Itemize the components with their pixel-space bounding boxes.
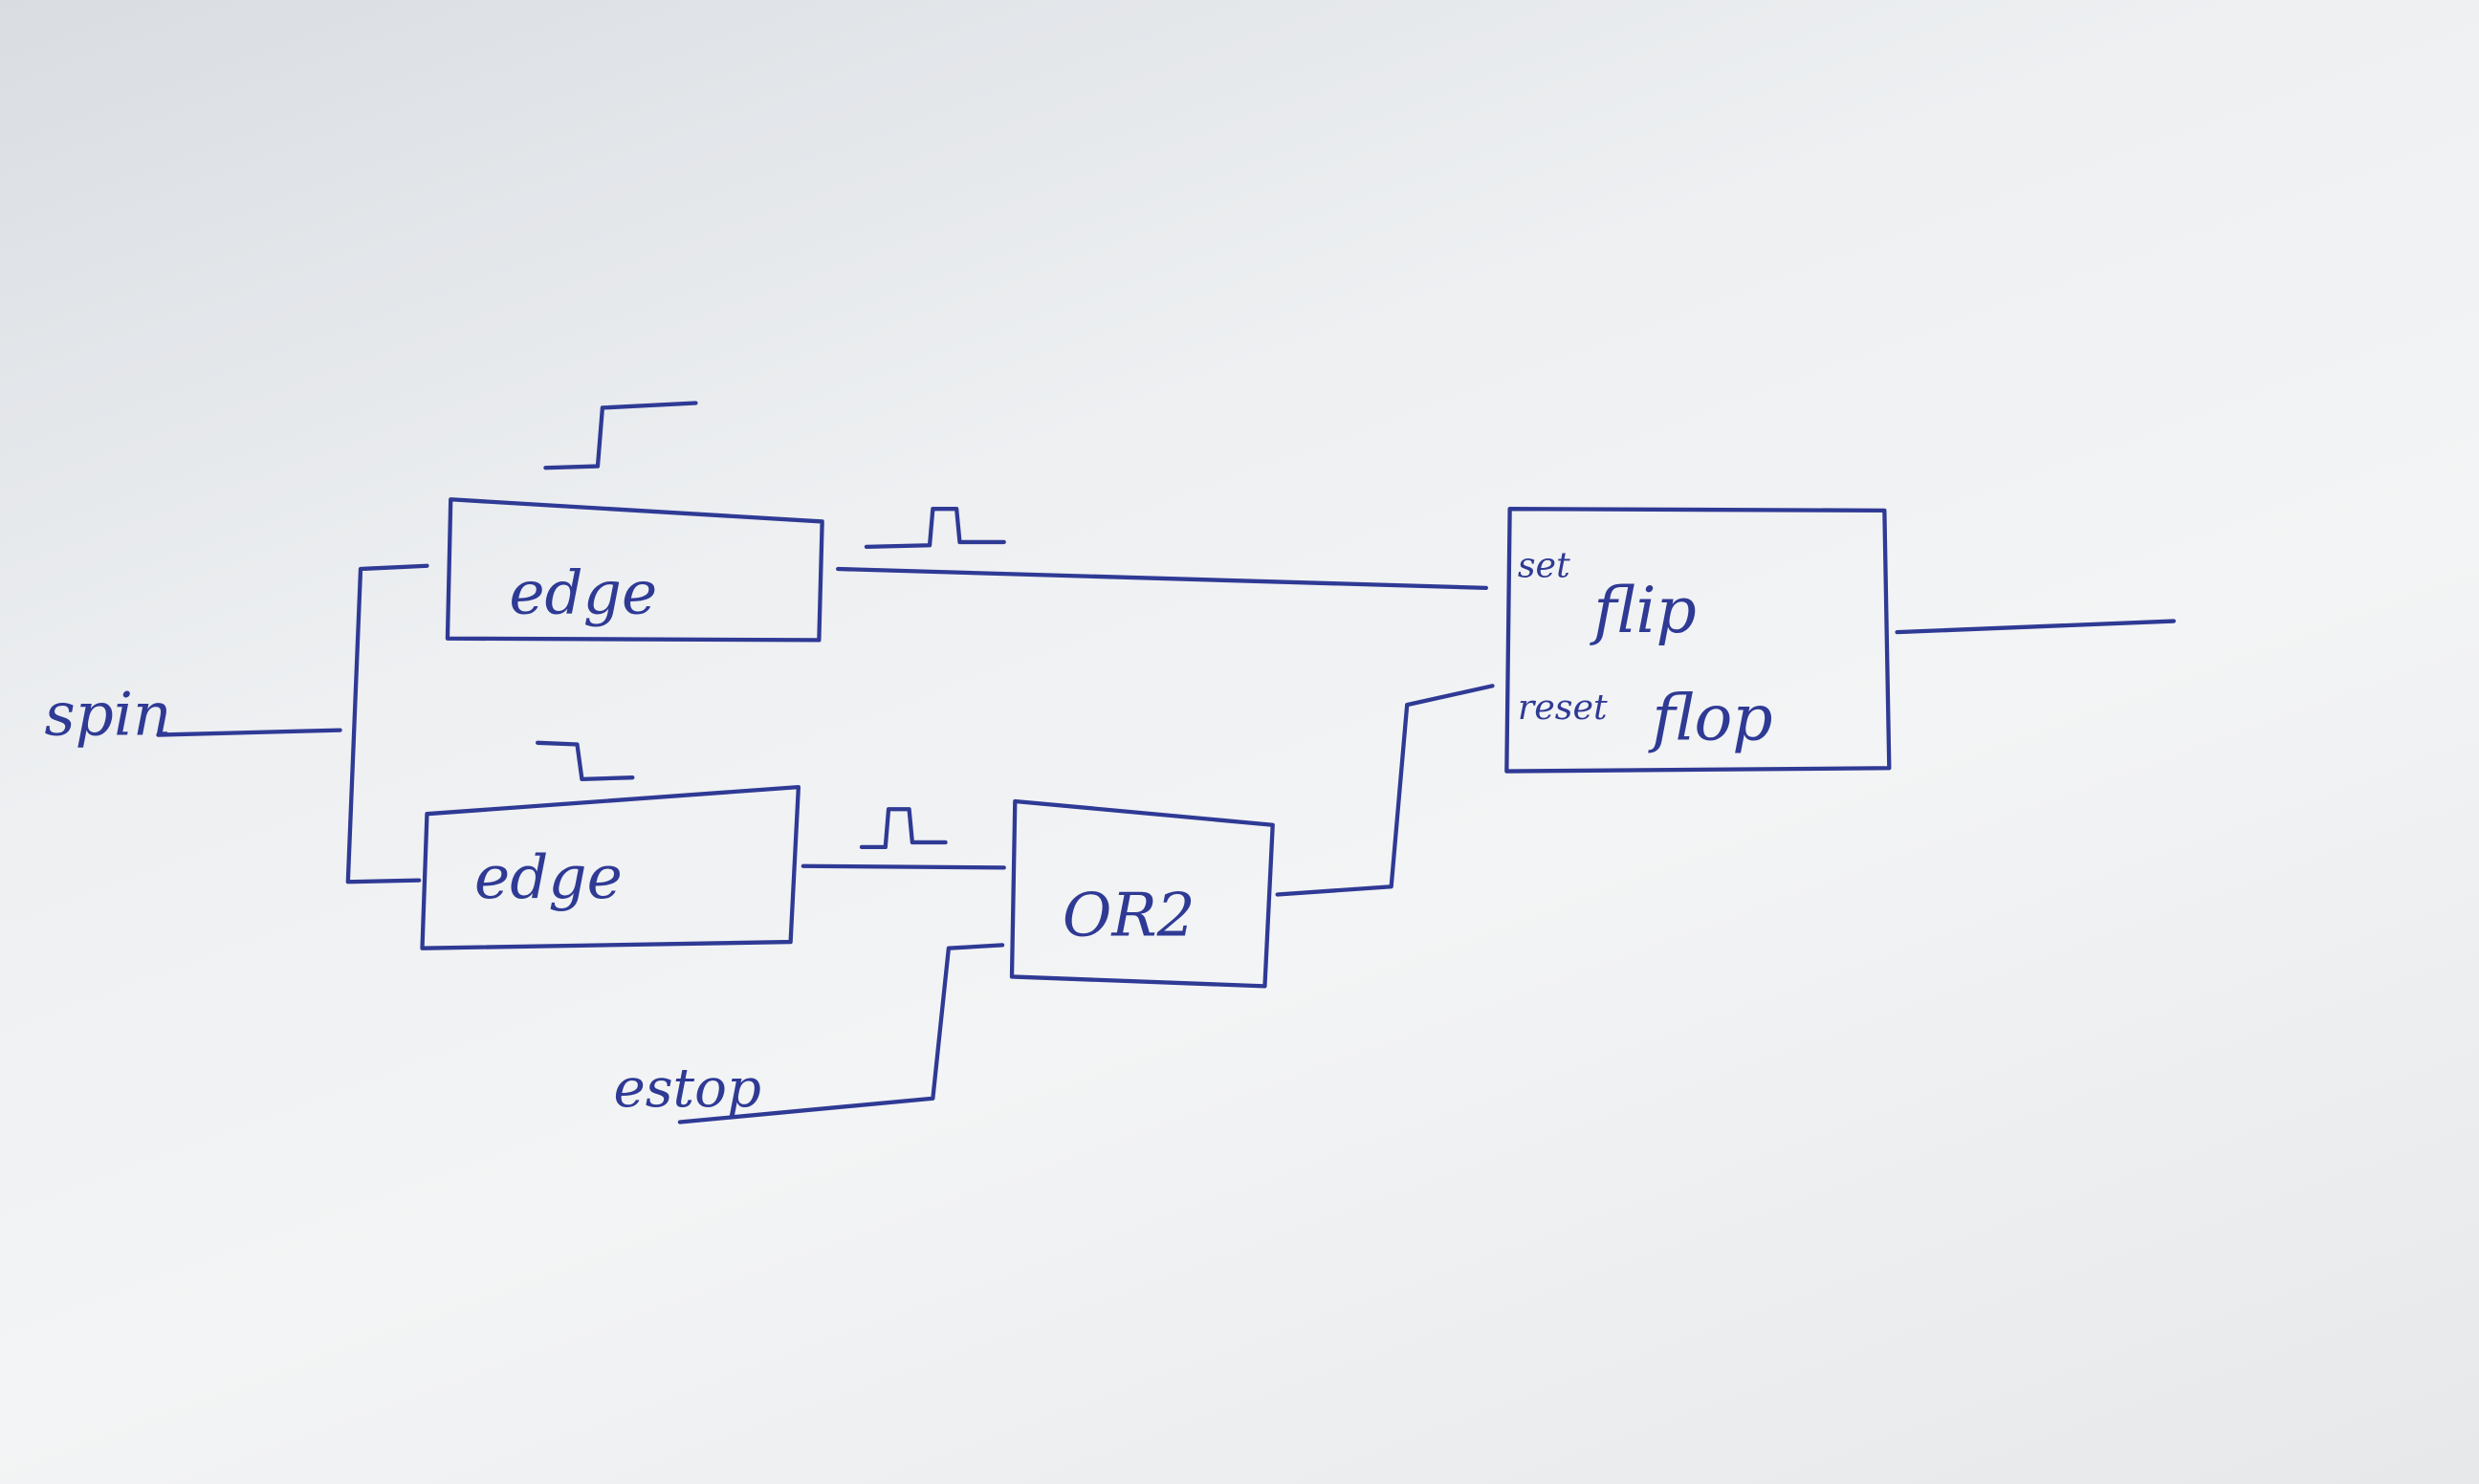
pulse-waveform-icon (864, 507, 1006, 550)
estop-label: estop (613, 1058, 760, 1120)
set-label: set (1518, 544, 1570, 585)
reset-wire (1275, 684, 1495, 897)
flip-label: flip (1589, 574, 1697, 647)
pulse-waveform-icon-2 (859, 807, 948, 850)
set-wire (836, 566, 1488, 590)
or2-label: OR2 (1063, 880, 1196, 949)
flop-label: flop (1647, 682, 1772, 755)
spin-wire (156, 728, 342, 737)
falling-edge-waveform-icon (535, 740, 635, 781)
flipflop-block (1504, 507, 1892, 774)
reset-label: reset (1518, 687, 1608, 728)
or2-block (1009, 798, 1275, 989)
spin-split-wire (345, 563, 429, 884)
edge-block-rising (445, 497, 824, 643)
estop-wire (677, 943, 1005, 1124)
spin-label: spin (44, 680, 171, 750)
edge-block-falling (420, 784, 801, 950)
rising-edge-waveform-icon (543, 401, 698, 470)
edge-to-or-wire (801, 863, 1006, 870)
edge-falling-label: edge (474, 842, 623, 912)
edge-rising-label: edge (509, 557, 657, 627)
output-wire (1895, 619, 2176, 635)
